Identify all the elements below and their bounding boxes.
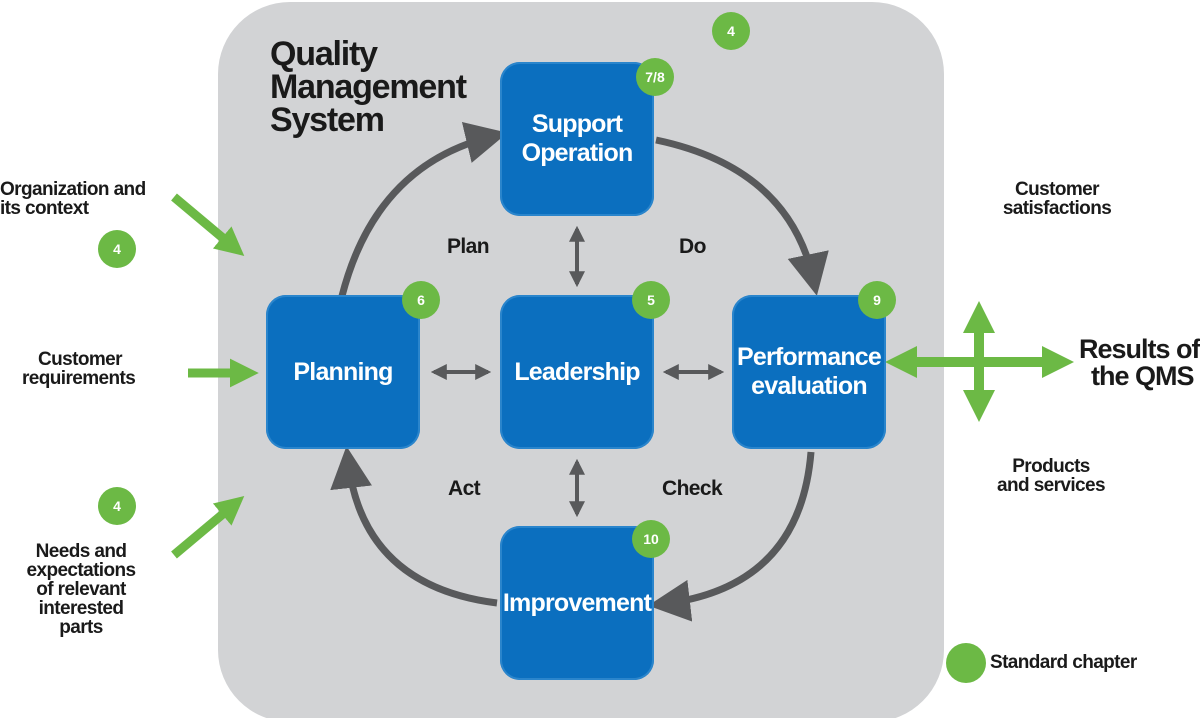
system-chapter-badge: 4 xyxy=(712,12,750,50)
label-line: Customer xyxy=(1015,179,1099,200)
system-title: Quality Management System xyxy=(270,35,467,139)
box-label-line: Leadership xyxy=(514,357,640,386)
leadership-chapter-badge: 5 xyxy=(632,281,670,319)
pdca-act-label: Act xyxy=(448,477,481,500)
leadership-connectors xyxy=(430,225,725,518)
output-products-label: Products and services xyxy=(976,457,1126,495)
label-line: of relevant xyxy=(36,579,126,600)
label-line: satisfactions xyxy=(1002,198,1112,219)
label-line: and services xyxy=(997,475,1106,496)
input-needs-label: Needs and expectations of relevant inter… xyxy=(14,542,148,637)
label-line: Customer xyxy=(38,349,122,370)
pdca-check-label: Check xyxy=(662,477,723,500)
support-chapter-badge: 7/8 xyxy=(636,58,674,96)
system-title-line: System xyxy=(270,100,385,139)
label-line: expectations xyxy=(26,560,137,581)
arrow-context-input xyxy=(171,193,245,256)
arrow-needs-input xyxy=(171,496,245,559)
performance-chapter-badge: 9 xyxy=(858,281,896,319)
system-title-line: Management xyxy=(270,67,467,106)
label-line: Organization and xyxy=(0,179,146,200)
pdca-do-label: Do xyxy=(679,235,706,258)
pdca-cycle xyxy=(330,122,829,622)
label-line: Needs and xyxy=(35,541,127,562)
input-needs-chapter-badge: 4 xyxy=(98,487,136,525)
label-line: parts xyxy=(59,617,103,638)
pdca-plan-label: Plan xyxy=(447,235,490,258)
label-line: Products xyxy=(1012,456,1090,477)
leadership-box: Leadership xyxy=(500,295,654,449)
box-label-line: Operation xyxy=(521,139,634,167)
output-arrows xyxy=(885,301,1074,422)
cycle-arc-plan xyxy=(338,122,508,297)
cycle-arc-check xyxy=(648,451,815,622)
label-line: Results of xyxy=(1079,334,1200,364)
cycle-arc-act xyxy=(330,446,498,607)
input-customer-label: Customer requirements xyxy=(22,350,162,388)
planning-chapter-badge: 6 xyxy=(402,281,440,319)
input-arrows xyxy=(171,193,259,559)
output-results-label: Results of the QMS xyxy=(1079,336,1200,390)
box-label-line: Performance xyxy=(736,343,882,372)
improvement-chapter-badge: 10 xyxy=(632,520,670,558)
output-satisfaction-label: Customer satisfactions xyxy=(982,180,1132,218)
legend-label: Standard chapter xyxy=(990,652,1137,673)
input-context-chapter-badge: 4 xyxy=(98,230,136,268)
cycle-arc-do xyxy=(655,136,829,296)
legend-dot xyxy=(946,643,986,683)
box-label-line: Support xyxy=(531,110,623,139)
label-line: requirements xyxy=(22,368,136,389)
box-label-line: evaluation xyxy=(751,372,867,400)
box-label-line: Planning xyxy=(293,357,393,386)
label-line: interested xyxy=(38,598,124,619)
planning-box: Planning xyxy=(266,295,420,449)
box-label-line: Improvement xyxy=(502,588,652,617)
label-line: the QMS xyxy=(1091,361,1195,391)
label-line: its context xyxy=(0,198,89,219)
system-title-line: Quality xyxy=(270,35,378,73)
improvement-box: Improvement xyxy=(500,526,654,680)
input-context-label: Organization and its context xyxy=(0,180,146,218)
